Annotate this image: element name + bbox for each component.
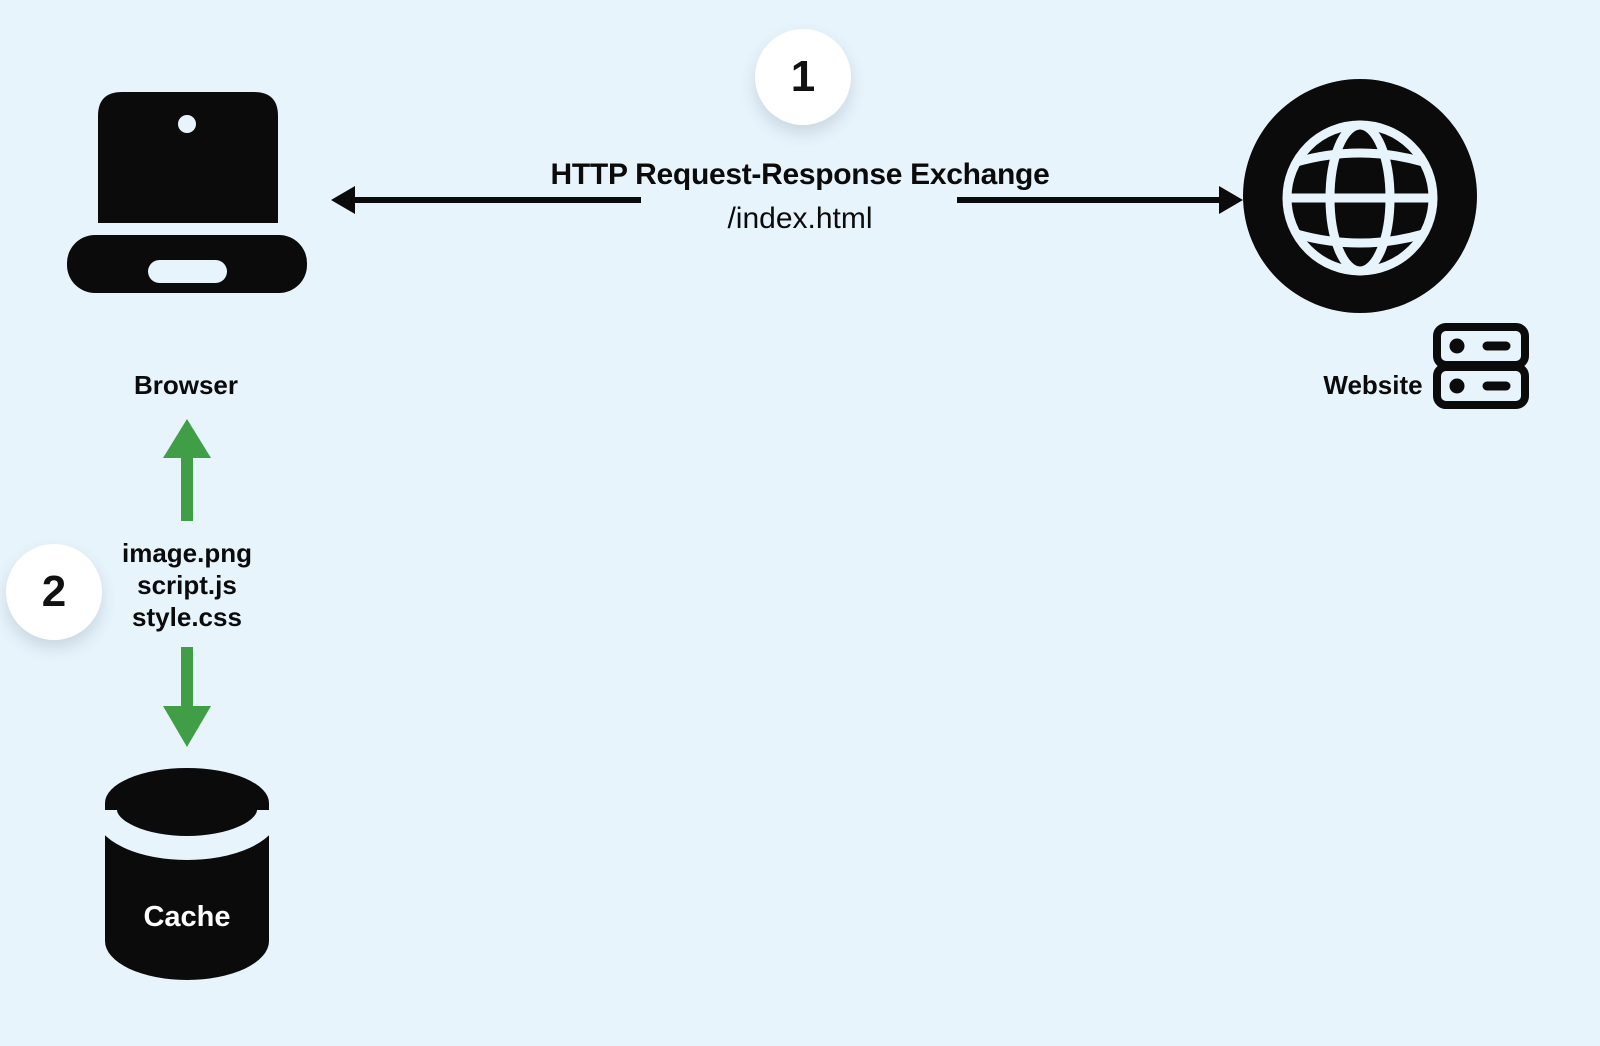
website-label: Website <box>1323 370 1423 400</box>
arrowhead-left <box>331 186 355 214</box>
laptop-icon <box>67 92 307 293</box>
http-exchange-arrow <box>331 186 1243 214</box>
arrowhead-right <box>1219 186 1243 214</box>
cache-up-arrow <box>163 419 211 521</box>
cached-file-item: style.css <box>132 602 242 632</box>
globe-icon <box>1243 79 1477 313</box>
server-icon <box>1433 323 1529 409</box>
browser-label: Browser <box>133 370 239 400</box>
cylinder-gap <box>93 808 281 860</box>
step-badge-1: 1 <box>755 29 851 125</box>
step-badge-2: 2 <box>6 544 102 640</box>
step-badge-2-number: 2 <box>41 567 67 616</box>
exchange-title: HTTP Request-Response Exchange <box>550 158 1050 191</box>
exchange-resource: /index.html <box>727 202 873 235</box>
laptop-trackpad-slot <box>148 260 227 283</box>
step-badge-1-number: 1 <box>790 52 816 101</box>
database-icon <box>93 768 281 980</box>
cache-label: Cache <box>143 901 231 933</box>
laptop-camera-dot <box>178 115 196 133</box>
cached-files-list: image.png script.js style.css <box>122 537 252 633</box>
cached-file-item: image.png <box>121 538 253 568</box>
cache-down-arrow <box>163 647 211 747</box>
cached-file-item: script.js <box>137 570 237 600</box>
